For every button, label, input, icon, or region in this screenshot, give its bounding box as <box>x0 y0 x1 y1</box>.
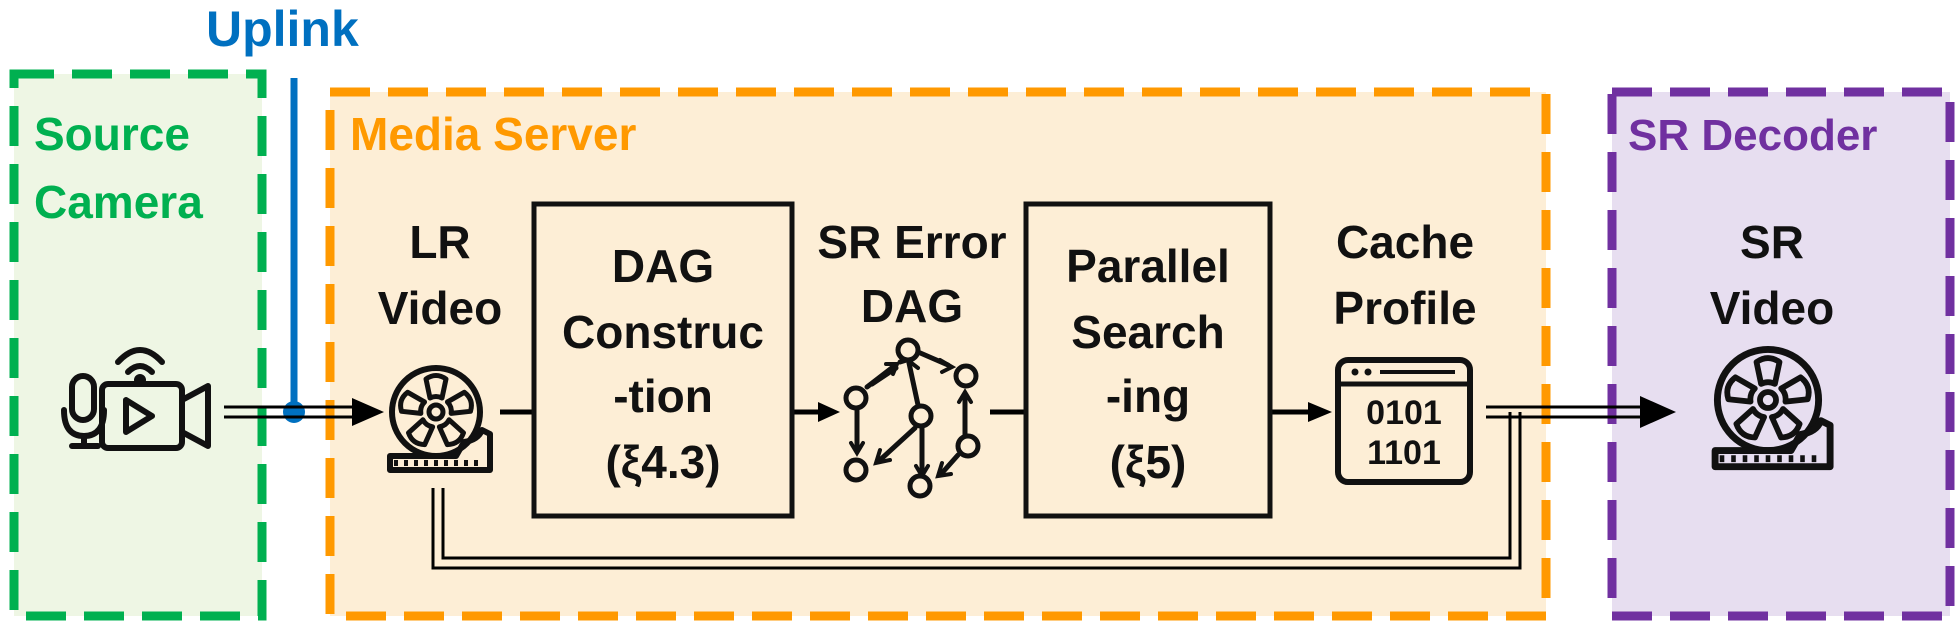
parallel-searching-line1: Parallel <box>1066 240 1230 292</box>
lr-video-label-line2: Video <box>378 282 502 334</box>
sr-decoder-title: SR Decoder <box>1628 111 1877 160</box>
sr-error-dag-line1: SR Error <box>817 216 1006 268</box>
dag-construction-line1: DAG <box>612 240 714 292</box>
source-camera-title-line2: Camera <box>34 176 203 228</box>
media-server-panel <box>325 87 1551 621</box>
video-camera-icon <box>61 347 211 451</box>
uplink-label: Uplink <box>206 1 359 57</box>
dag-construction-line2: Construc <box>562 306 764 358</box>
lr-video-label-line1: LR <box>409 216 470 268</box>
dag-construction-line3: -tion <box>613 370 713 422</box>
parallel-searching-box: Parallel Search -ing (ξ5) <box>1023 201 1273 519</box>
dag-construction-box: DAG Construc -tion (ξ4.3) <box>531 201 795 519</box>
media-server-title: Media Server <box>350 108 636 160</box>
sr-video-label-line1: SR <box>1740 216 1804 268</box>
cache-binary-row2: 1101 <box>1367 434 1441 472</box>
cache-profile-line2: Profile <box>1333 282 1476 334</box>
parallel-searching-section-ref: (ξ5) <box>1110 436 1187 488</box>
cache-binary-row1: 0101 <box>1366 394 1442 432</box>
parallel-searching-line3: -ing <box>1106 370 1190 422</box>
source-camera-panel <box>9 69 267 621</box>
parallel-searching-line2: Search <box>1071 306 1224 358</box>
uplink-junction <box>283 401 305 423</box>
cache-profile-line1: Cache <box>1336 216 1474 268</box>
dag-construction-section-ref: (ξ4.3) <box>605 436 720 488</box>
sr-video-label-line2: Video <box>1710 282 1834 334</box>
binary-window-icon: 0101 1101 <box>1335 357 1473 485</box>
source-camera-title-line1: Source <box>34 108 190 160</box>
flow-arrows <box>224 396 1676 570</box>
sr-error-dag-line2: DAG <box>861 280 963 332</box>
dag-graph-icon <box>843 337 981 499</box>
